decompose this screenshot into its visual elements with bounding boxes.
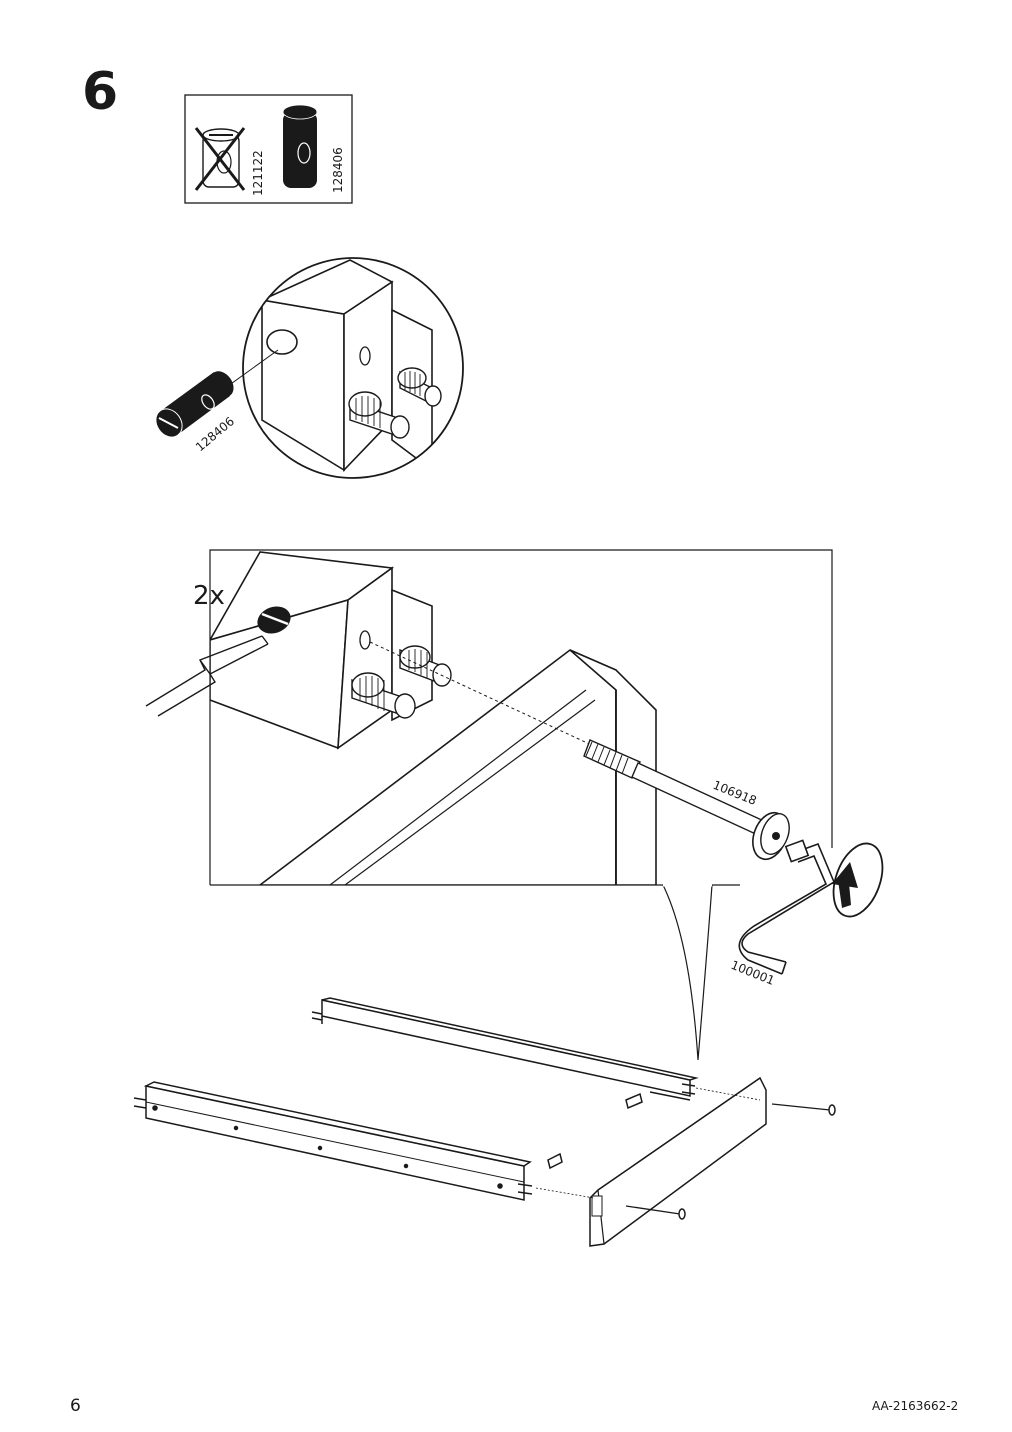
step-number: 6 [82, 62, 119, 122]
callout-part-label: 128406 [193, 414, 237, 454]
correct-part-icon [282, 104, 318, 188]
wrong-part-icon [194, 127, 246, 191]
page-number: 6 [70, 1396, 81, 1416]
bolt-head-icon [752, 811, 790, 861]
rotate-arrow-icon [832, 842, 884, 918]
detail-callout: 128406 [155, 257, 464, 479]
allen-key-icon [738, 839, 836, 975]
quantity-label: 2x [193, 581, 225, 611]
main-detail-frame: 2x 106918 100001 [145, 549, 884, 1061]
screwdriver-icon [145, 635, 269, 717]
correct-part-label: 128406 [331, 147, 345, 193]
document-code: AA-2163662-2 [872, 1399, 959, 1413]
cam-lock-icon [155, 371, 234, 438]
parts-notice-box: 121122 128406 [184, 94, 353, 204]
overview-assembly [133, 997, 836, 1247]
wrong-part-label: 121122 [251, 150, 265, 196]
